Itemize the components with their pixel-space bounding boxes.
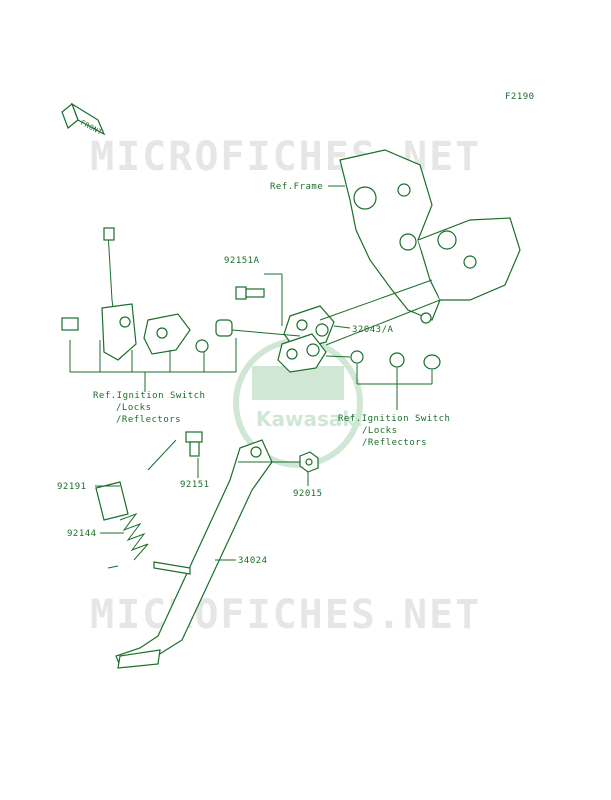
logo-text: Kawasaki (256, 407, 363, 431)
label-92015: 92015 (293, 489, 323, 499)
bolt-92151 (185, 431, 203, 457)
label-ref-ign-right-2: /Locks (362, 426, 398, 436)
washer-group-right (325, 350, 441, 410)
nut-92015 (238, 451, 319, 473)
front-arrow-icon: FRONT (61, 102, 106, 137)
bracket-part (277, 279, 441, 373)
label-92151a: 92151A (224, 256, 260, 266)
label-ref-ign-right-3: /Reflectors (362, 438, 427, 448)
side-stand-part (115, 439, 273, 669)
watermark-bottom: MICROFICHES.NET (90, 592, 481, 638)
label-ref-ign-right-1: Ref.Ignition Switch (338, 414, 450, 424)
label-92144: 92144 (67, 529, 97, 539)
label-ref-ign-left-3: /Reflectors (116, 415, 181, 425)
label-ref-ign-left-2: /Locks (116, 403, 152, 413)
spring-92144 (107, 439, 191, 575)
label-ref-frame: Ref.Frame (270, 182, 323, 192)
label-92191: 92191 (57, 482, 87, 492)
label-ref-ign-left-1: Ref.Ignition Switch (93, 391, 205, 401)
ignition-switch-assembly (61, 227, 301, 373)
bolt-92151a (235, 273, 283, 326)
label-34024: 34024 (238, 556, 268, 566)
cylinder-92191 (95, 481, 129, 521)
label-32043a: 32043/A (352, 325, 394, 335)
label-92151: 92151 (180, 480, 210, 490)
diagram-code: F2190 (505, 92, 535, 102)
frame-part (328, 149, 521, 324)
